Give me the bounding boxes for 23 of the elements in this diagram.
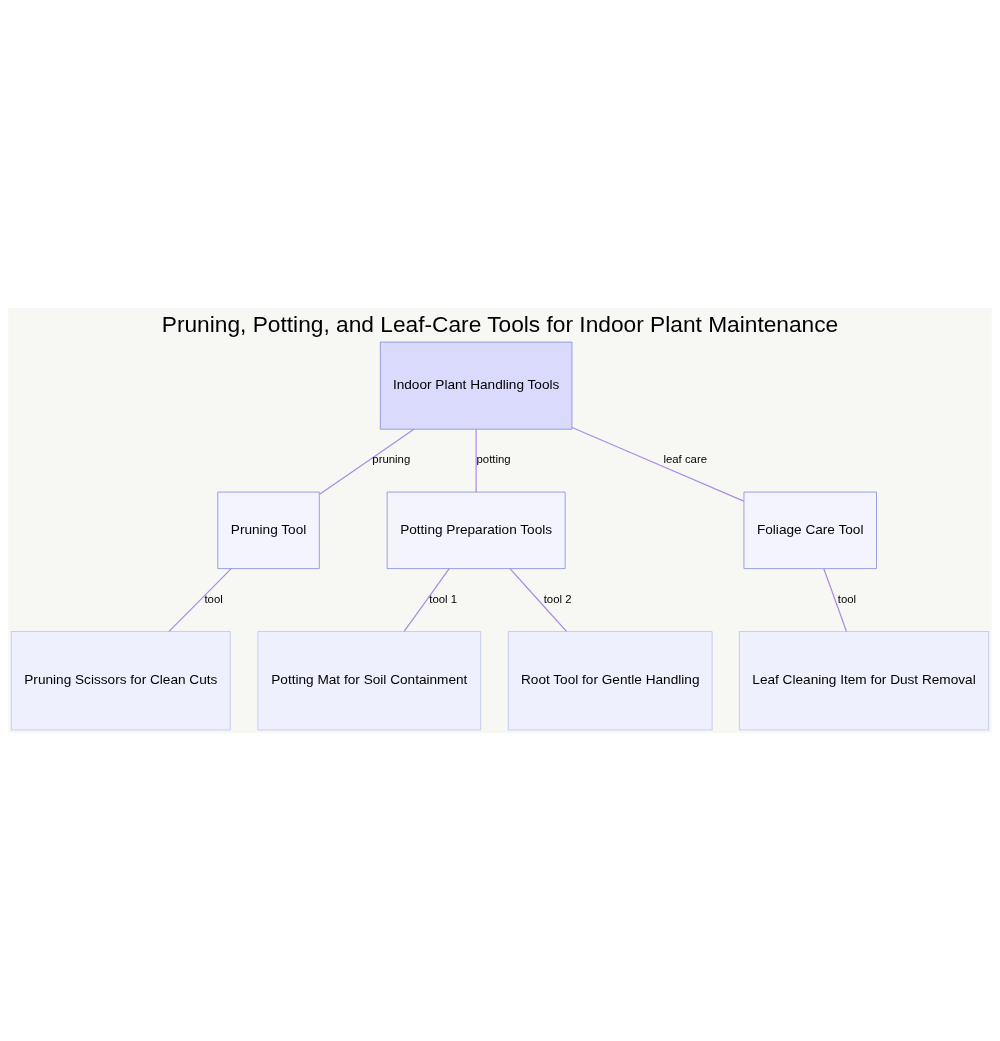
connector [571,426,745,502]
node-box: Indoor Plant Handling Tools [379,341,573,430]
connector [319,428,415,495]
diagram-title: Pruning, Potting, and Leaf-Care Tools for Indoor Plant Maintenance [161,311,839,338]
connector [823,568,848,633]
edge-label: tool 2 [543,592,572,605]
node-box: Leaf Cleaning Item for Dust Removal [739,631,989,731]
node-box: Pruning Scissors for Clean Cuts [10,631,231,731]
edge-label: pruning [372,453,411,466]
node-box: Root Tool for Gentle Handling [507,631,713,731]
edge-label: leaf care [663,453,708,466]
connector [475,428,477,493]
edge-label: tool 1 [429,592,458,605]
node-box: Potting Mat for Soil Containment [257,631,482,731]
connector [168,568,232,633]
node-box: Pruning Tool [217,491,320,569]
edge-label: tool [837,592,857,605]
connector [403,568,450,633]
node-box: Foliage Care Tool [743,491,877,569]
connector [509,568,568,633]
edge-label: tool [204,592,223,605]
edge-label: potting [476,453,511,466]
node-box: Potting Preparation Tools [386,491,566,569]
